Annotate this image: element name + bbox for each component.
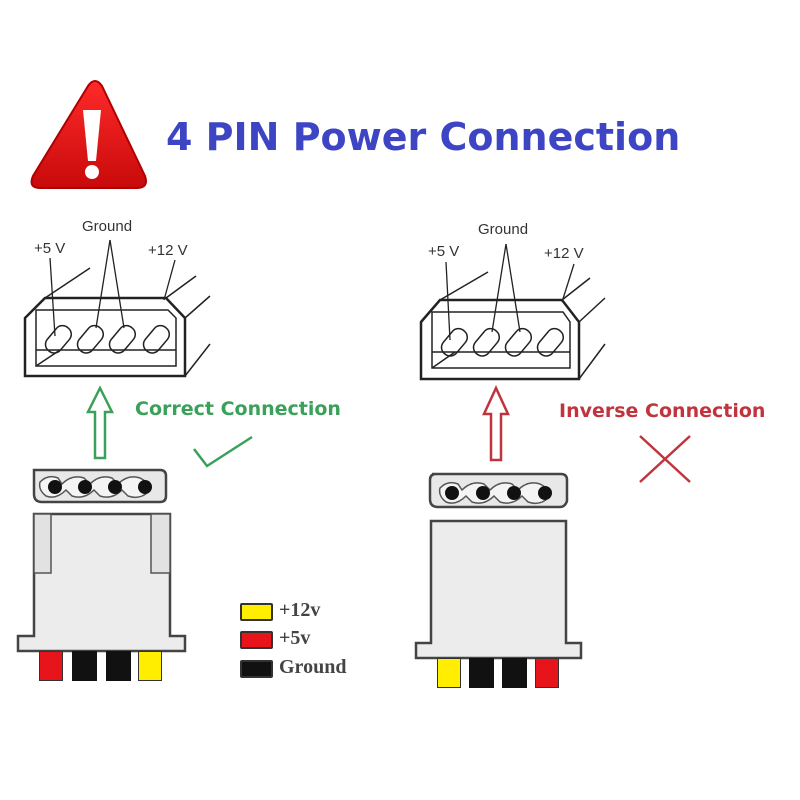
legend-label: +5v [279,627,311,649]
wire-black [72,651,97,681]
status-label-inverse: Inverse Connection [559,400,766,422]
legend-swatch-red [240,631,273,649]
wire-red [535,658,559,688]
pin-label-5v: +5 V [34,240,66,257]
legend-swatch-black [240,660,273,678]
wire-yellow [437,658,461,688]
legend-label: Ground [279,656,347,678]
pin-label-12v: +12 V [544,245,584,262]
wire-black [502,658,527,688]
wire-red [39,651,63,681]
pin-label-ground: Ground [82,218,133,235]
wire-black [469,658,494,688]
page-title: 4 PIN Power Connection [166,115,681,159]
wire-black [106,651,131,681]
wire-yellow [138,651,162,681]
legend-swatch-yellow [240,603,273,621]
pin-label-ground: Ground [478,221,529,238]
pin-label-5v: +5 V [428,243,460,260]
pin-label-12v: +12 V [148,242,188,259]
legend-label: +12v [279,599,321,621]
status-label-correct: Correct Connection [135,398,341,420]
